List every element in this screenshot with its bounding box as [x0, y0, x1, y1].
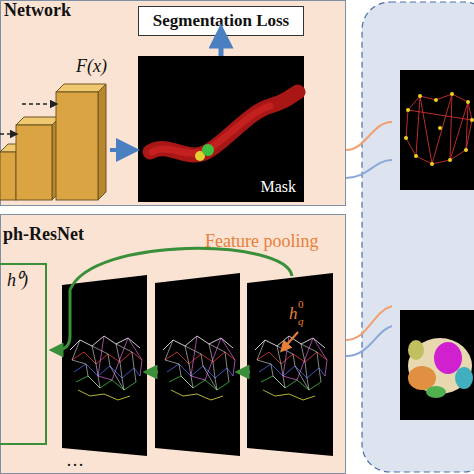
- node-title: Network: [4, 0, 71, 21]
- mask-image: Mask: [138, 56, 304, 202]
- graph-resnet-panel: ph-ResNet h⁰): [0, 214, 346, 474]
- node-title: h⁰): [7, 267, 28, 291]
- network-panel: NetworkSegmentation LossMask: [0, 0, 346, 206]
- loss-box: Segmentation Loss: [138, 6, 304, 36]
- node-title: ph-ResNet: [3, 224, 84, 245]
- node-title: Mask: [260, 178, 296, 196]
- feature-box: h⁰): [0, 263, 47, 445]
- node-title: Segmentation Loss: [153, 11, 289, 31]
- flow-arrow: [219, 36, 224, 56]
